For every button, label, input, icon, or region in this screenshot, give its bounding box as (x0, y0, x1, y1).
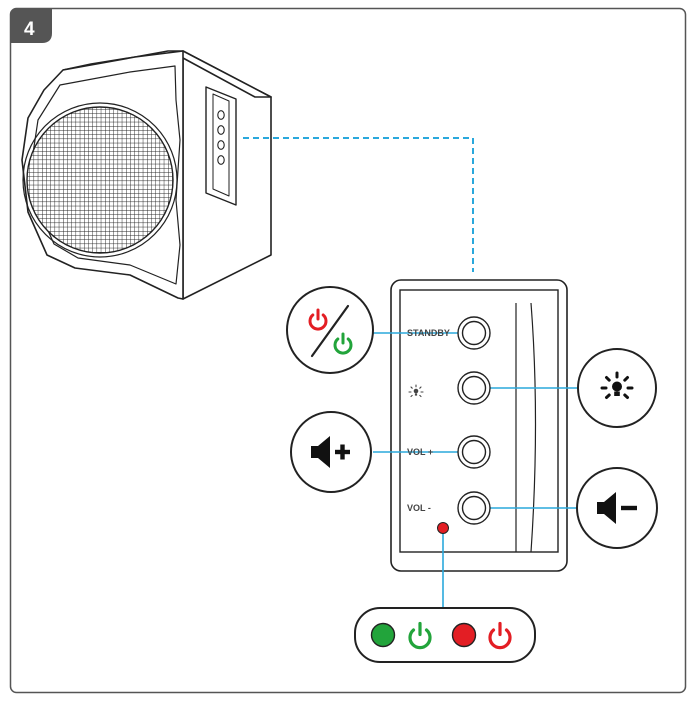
outer-frame (9, 7, 687, 694)
speaker-minus-icon (597, 492, 637, 524)
light-callout (577, 348, 657, 428)
leader-lines (373, 332, 578, 608)
dashed-leader-line (243, 137, 474, 272)
vol-down-button[interactable] (457, 491, 491, 525)
speaker-plus-icon (311, 436, 350, 468)
standby-label: STANDBY (407, 328, 450, 338)
standby-button[interactable] (457, 316, 491, 350)
indicator-legend (354, 607, 536, 663)
step-number: 4 (24, 19, 35, 40)
step-badge: 4 (10, 8, 52, 43)
vol-down-label: VOL - (407, 503, 431, 513)
speaker-illustration (21, 50, 272, 300)
status-led (437, 522, 449, 534)
power-green-icon (408, 621, 432, 650)
small-light-bulb-icon (408, 384, 424, 398)
power-red-icon (488, 621, 512, 650)
light-button[interactable] (457, 371, 491, 405)
red-led-icon (451, 622, 477, 648)
light-bulb-icon (600, 371, 634, 399)
panel-buttons: STANDBY VOL + VOL - (407, 316, 491, 534)
volume-up-callout (290, 411, 372, 493)
vol-up-label: VOL + (407, 447, 433, 457)
power-green-icon (333, 332, 353, 355)
vol-up-button[interactable] (457, 435, 491, 469)
volume-down-callout (576, 467, 658, 549)
power-toggle-callout (286, 286, 374, 374)
power-red-icon (308, 308, 328, 331)
green-led-icon (370, 622, 396, 648)
